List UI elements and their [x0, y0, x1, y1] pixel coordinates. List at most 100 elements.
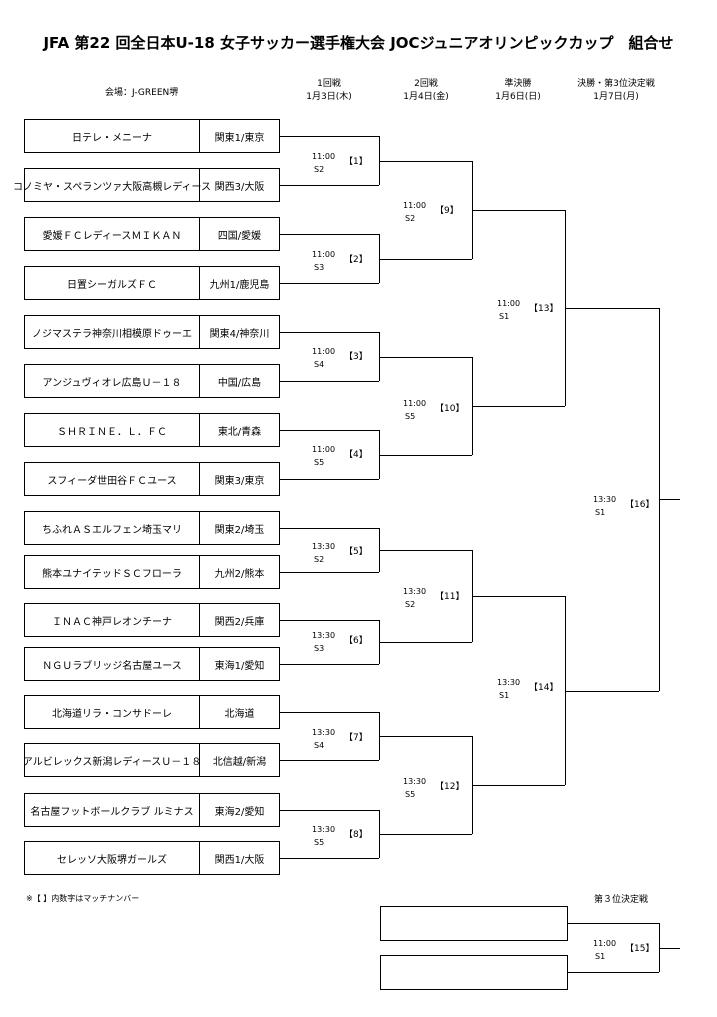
match-time: 13:30 — [312, 631, 336, 640]
match-number: 【15】 — [625, 944, 655, 954]
team-region: 関東4/神奈川 — [209, 328, 270, 340]
team-region: 四国/愛媛 — [217, 230, 262, 242]
bracket-line — [280, 572, 379, 573]
match-time: 13:30 — [403, 777, 427, 786]
match-court: S1 — [595, 508, 606, 517]
team-name: アルビレックス新潟レディースＵ－１８ — [23, 744, 201, 776]
team-name: ＮＧＵラブリッジ名古屋ユース — [25, 648, 200, 680]
bracket-line — [280, 136, 379, 137]
team-name: ＳＨＲＩＮＥ．Ｌ．ＦＣ — [25, 414, 200, 446]
match-number: 【8】 — [344, 830, 368, 840]
match-number: 【7】 — [344, 733, 368, 743]
bracket-line — [568, 923, 659, 924]
round-date: 1月6日(日) — [495, 92, 541, 102]
match-number: 【6】 — [344, 636, 368, 646]
bracket-line — [280, 283, 379, 284]
bracket-line — [280, 479, 379, 480]
match-number: 【16】 — [625, 500, 655, 510]
third-place-slot-1 — [380, 906, 568, 941]
match-court: S4 — [314, 741, 325, 750]
team-row: ＮＧＵラブリッジ名古屋ユース 東海1/愛知 — [24, 647, 280, 681]
team-region: 九州1/鹿児島 — [209, 279, 270, 291]
round-name: 決勝・第3位決定戦 — [577, 79, 655, 89]
match-court: S3 — [314, 263, 325, 272]
bracket-line — [379, 642, 472, 643]
match-number: 【12】 — [435, 782, 465, 792]
match-court: S2 — [405, 214, 416, 223]
match-time: 11:00 — [312, 250, 336, 259]
team-name: 名古屋フットボールクラブ ルミナス — [25, 794, 200, 826]
round-date: 1月7日(月) — [593, 92, 639, 102]
match-number: 【11】 — [435, 592, 465, 602]
team-name: 日テレ・メニーナ — [25, 120, 200, 152]
match-court: S5 — [314, 458, 325, 467]
bracket-line — [379, 454, 472, 456]
bracket-line — [280, 381, 379, 382]
match-court: S1 — [499, 312, 510, 321]
match-time: 11:00 — [593, 939, 617, 948]
team-name: 北海道リラ・コンサドーレ — [25, 696, 200, 728]
bracket-line — [379, 834, 472, 835]
bracket-line — [565, 307, 659, 309]
match-time: 11:00 — [312, 445, 336, 454]
team-name: ちふれＡＳエルフェン埼玉マリ — [25, 512, 200, 544]
match-time: 11:00 — [312, 347, 336, 356]
match-time: 13:30 — [593, 495, 617, 504]
team-region: 関東3/東京 — [214, 475, 265, 487]
bracket-line — [472, 785, 565, 786]
match-time: 13:30 — [312, 542, 336, 551]
team-row: セレッソ大阪堺ガールズ関西1/大阪 — [24, 841, 280, 875]
team-row: アルビレックス新潟レディースＵ－１８ 北信越/新潟 — [23, 743, 280, 777]
match-court: S4 — [314, 360, 325, 369]
match-number-note: ※【 】内数字はマッチナンバー — [26, 894, 140, 903]
bracket-line — [280, 528, 379, 529]
team-region: 東海1/愛知 — [214, 660, 265, 672]
team-name: 愛媛ＦＣレディースＭＩＫＡＮ — [25, 218, 200, 250]
round-header-2: 2回戦 1月4日(金) — [378, 78, 474, 104]
round-name: 1回戦 — [317, 79, 341, 89]
bracket-line — [280, 712, 379, 713]
team-row: 日テレ・メニーナ関東1/東京 — [24, 119, 280, 153]
match-number: 【5】 — [344, 547, 368, 557]
match-court: S2 — [314, 165, 325, 174]
team-name: ノジマステラ神奈川相模原ドゥーエ — [25, 316, 200, 348]
match-time: 11:00 — [497, 299, 521, 308]
match-court: S2 — [314, 555, 325, 564]
bracket-line — [565, 690, 659, 692]
team-row: スフィーダ世田谷ＦＣユース関東3/東京 — [24, 462, 280, 496]
bracket-line — [280, 185, 379, 186]
match-court: S5 — [405, 790, 416, 799]
match-number: 【10】 — [435, 404, 465, 414]
bracket-line — [280, 810, 379, 811]
team-row: ＩＮＡＣ神戸レオンチーナ関西2/兵庫 — [24, 603, 280, 637]
match-number: 【13】 — [529, 304, 559, 314]
bracket-line — [472, 596, 565, 597]
match-time: 11:00 — [403, 201, 427, 210]
match-time: 13:30 — [403, 587, 427, 596]
team-region: 関西3/大阪 — [214, 181, 265, 193]
match-time: 11:00 — [403, 399, 427, 408]
team-name: アンジュヴィオレ広島Ｕ－１８ — [25, 365, 200, 397]
bracket-line — [379, 356, 472, 358]
team-row: 愛媛ＦＣレディースＭＩＫＡＮ 四国/愛媛 — [24, 217, 280, 251]
team-row: ノジマステラ神奈川相模原ドゥーエ関東4/神奈川 — [24, 315, 280, 349]
bracket-line — [379, 160, 472, 162]
match-time: 11:00 — [312, 152, 336, 161]
bracket-line — [568, 972, 659, 973]
team-region: 北信越/新潟 — [212, 756, 267, 768]
team-row: 北海道リラ・コンサドーレ北海道 — [24, 695, 280, 729]
bracket-line — [280, 234, 379, 235]
team-row: 熊本ユナイテッドＳＣフローラ九州2/熊本 — [24, 555, 280, 589]
bracket-line — [280, 332, 379, 333]
match-court: S3 — [314, 644, 325, 653]
